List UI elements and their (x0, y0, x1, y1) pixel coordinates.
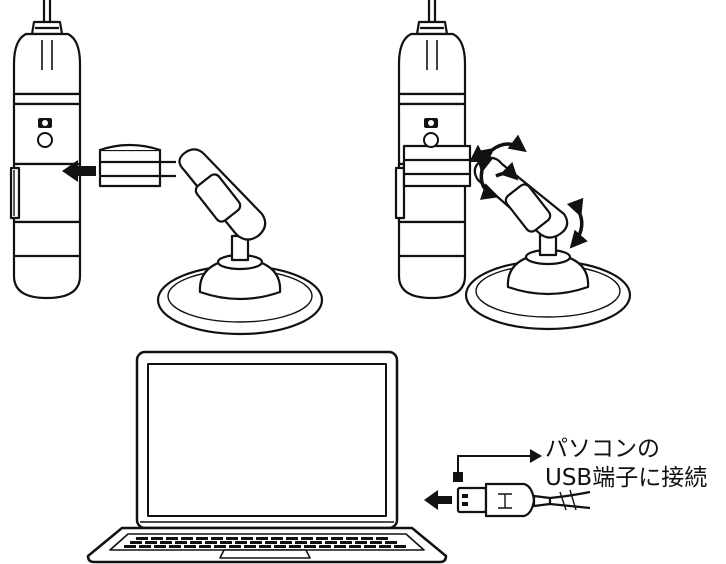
keyboard-key (235, 541, 247, 544)
keyboard-key (319, 545, 331, 548)
callout-label-line2: USB端子に接続 (545, 465, 707, 491)
keyboard-key (346, 537, 358, 540)
keyboard-key (310, 541, 322, 544)
microscope-left (11, 0, 80, 298)
connect-arrow-icon (424, 490, 452, 510)
keyboard-key (256, 537, 268, 540)
keyboard-key (349, 545, 361, 548)
keyboard-key (271, 537, 283, 540)
keyboard-key (124, 545, 136, 548)
keyboard-key (160, 541, 172, 544)
keyboard-key (154, 545, 166, 548)
stand-left (100, 145, 322, 334)
keyboard-key (130, 541, 142, 544)
callout-label-line1: パソコンの (545, 436, 660, 462)
stand-right (466, 158, 630, 329)
keyboard-key (241, 537, 253, 540)
keyboard-key (139, 545, 151, 548)
keyboard-key (304, 545, 316, 548)
keyboard-key (136, 537, 148, 540)
keyboard-key (184, 545, 196, 548)
keyboard-key (226, 537, 238, 540)
keyboard-key (181, 537, 193, 540)
keyboard-key (331, 537, 343, 540)
keyboard-key (190, 541, 202, 544)
keyboard-key (289, 545, 301, 548)
keyboard-key (316, 537, 328, 540)
keyboard-key (211, 537, 223, 540)
keyboard-key (244, 545, 256, 548)
callout-arrow-icon (530, 449, 542, 463)
keyboard-key (340, 541, 352, 544)
keyboard-key (145, 541, 157, 544)
keyboard-key (229, 545, 241, 548)
keyboard-key (280, 541, 292, 544)
keyboard-key (259, 545, 271, 548)
keyboard-key (214, 545, 226, 548)
callout-anchor (453, 472, 463, 482)
keyboard-key (295, 541, 307, 544)
laptop (88, 352, 446, 562)
callout-line (458, 456, 530, 476)
keyboard-key (364, 545, 376, 548)
keyboard-key (175, 541, 187, 544)
keyboard-key (361, 537, 373, 540)
keyboard-key (196, 537, 208, 540)
keyboard-key (199, 545, 211, 548)
keyboard-key (376, 537, 388, 540)
keyboard-key (385, 541, 397, 544)
keyboard-key (166, 537, 178, 540)
keyboard-key (394, 545, 406, 548)
keyboard-key (301, 537, 313, 540)
keyboard-key (286, 537, 298, 540)
microscope-right (396, 0, 470, 298)
keyboard-key (205, 541, 217, 544)
keyboard-key (151, 537, 163, 540)
keyboard-key (220, 541, 232, 544)
keyboard-key (265, 541, 277, 544)
keyboard-key (370, 541, 382, 544)
keyboard-key (250, 541, 262, 544)
keyboard-key (355, 541, 367, 544)
keyboard-key (379, 545, 391, 548)
keyboard-key (169, 545, 181, 548)
keyboard-key (334, 545, 346, 548)
keyboard-key (325, 541, 337, 544)
keyboard-key (274, 545, 286, 548)
